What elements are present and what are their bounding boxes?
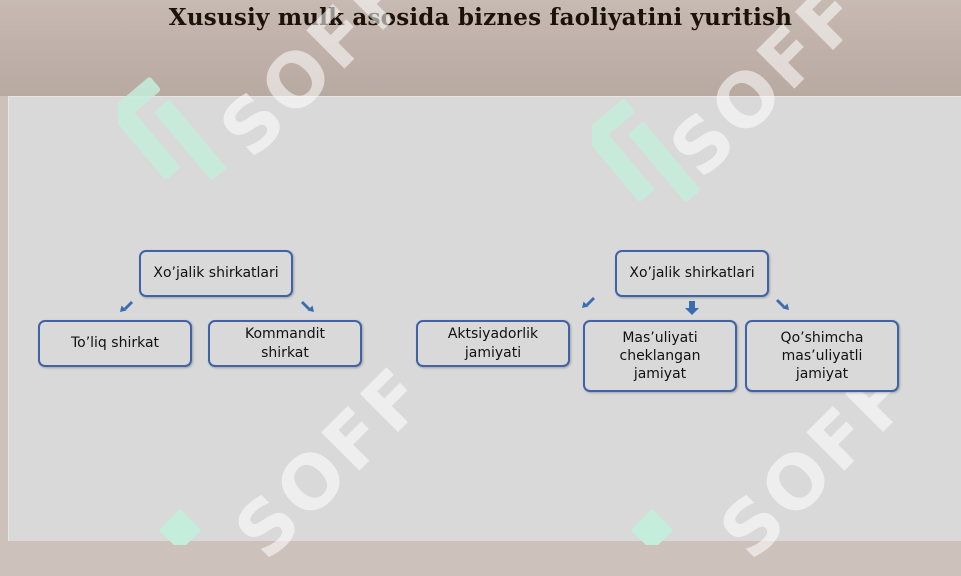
slide-title: Xususiy mulk asosida biznes faoliyatini … <box>168 4 793 31</box>
left-child-node: Kommandit shirkat <box>208 320 362 367</box>
arrow-down-right-icon <box>776 299 789 310</box>
left-root-node: Xo’jalik shirkatlari <box>139 250 293 297</box>
right-child-node: Qo’shimcha mas’uliyatli jamiyat <box>745 320 899 392</box>
arrow-down-right-icon <box>301 301 314 312</box>
arrow-down-icon <box>685 301 699 315</box>
right-root-node: Xo’jalik shirkatlari <box>615 250 769 297</box>
title-band <box>0 0 961 96</box>
right-child-node: Aktsiyadorlik jamiyati <box>416 320 570 367</box>
arrow-down-left-icon <box>120 301 133 312</box>
right-child-node: Mas’uliyati cheklangan jamiyat <box>583 320 737 392</box>
left-child-node: To’liq shirkat <box>38 320 192 367</box>
content-panel <box>8 96 961 541</box>
arrow-down-left-icon <box>582 297 595 308</box>
